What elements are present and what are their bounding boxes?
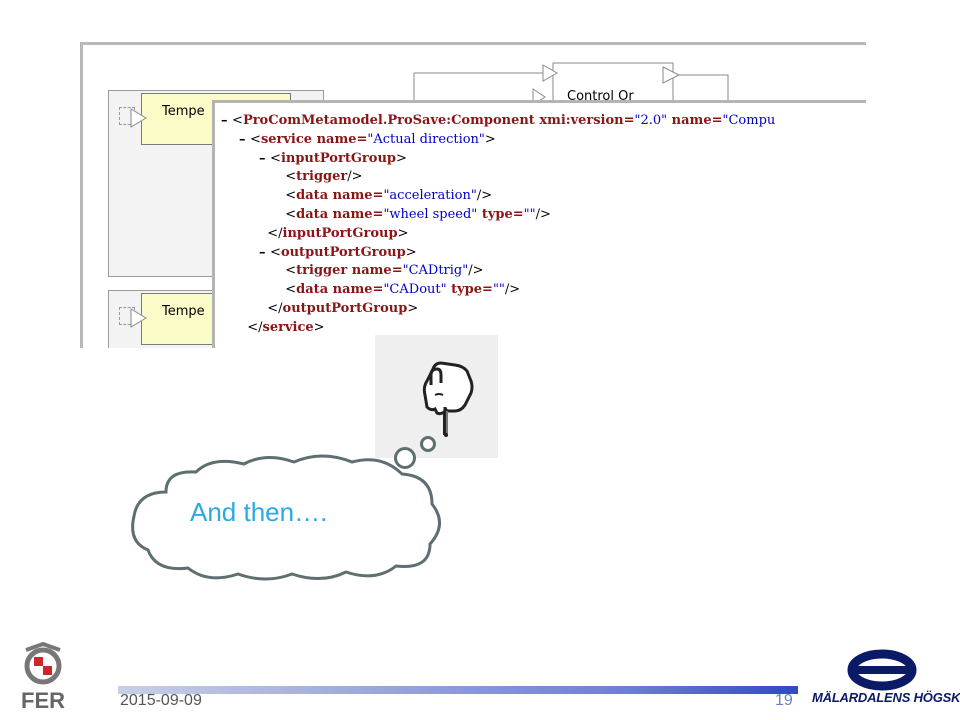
component-label-1: Tempe bbox=[162, 104, 205, 119]
xml-line: </outputPortGroup> bbox=[267, 301, 419, 316]
footer-date: 2015-09-09 bbox=[120, 692, 202, 709]
xml-attr-name: name= bbox=[667, 113, 723, 128]
footer-bar bbox=[118, 686, 798, 694]
xml-attr-name: name= bbox=[347, 263, 403, 279]
collapse-toggle[interactable]: – bbox=[259, 150, 271, 166]
xml-tag-name: data bbox=[296, 207, 329, 222]
xml-attr-name: name= bbox=[328, 207, 384, 222]
fer-logo: FER bbox=[18, 640, 73, 715]
xml-tag-name: data bbox=[296, 188, 329, 204]
xml-attr-name: type= bbox=[446, 282, 493, 298]
collapse-toggle[interactable]: – bbox=[239, 131, 251, 147]
xml-tag-name: outputPortGroup bbox=[282, 301, 408, 316]
pointing-hand-icon bbox=[375, 335, 498, 458]
xml-tag-name: service bbox=[260, 131, 313, 147]
collapse-toggle[interactable]: – bbox=[259, 244, 271, 260]
port-triangle-icon bbox=[130, 308, 147, 328]
xml-tag-name: service bbox=[262, 319, 314, 335]
collapse-toggle[interactable]: – bbox=[221, 113, 233, 128]
xml-line: <data name="wheel speed" type=""/> bbox=[285, 207, 551, 222]
thought-bubble-small bbox=[420, 436, 436, 452]
thought-bubble-medium bbox=[394, 447, 416, 469]
xml-attr-value: "CADtrig" bbox=[402, 263, 469, 279]
xml-attr-value: "Compu bbox=[722, 113, 776, 128]
xml-line: </service> bbox=[247, 319, 325, 335]
xml-tag-name: inputPortGroup bbox=[280, 150, 396, 166]
xml-attr-name: name= bbox=[312, 131, 368, 147]
xml-attr-value: "" bbox=[492, 282, 505, 298]
xml-attr-value: "" bbox=[523, 207, 536, 222]
thought-cloud bbox=[131, 454, 441, 581]
xml-attr-name: type= bbox=[477, 207, 524, 222]
port-triangle-icon bbox=[130, 108, 147, 128]
xml-attr-value: "acceleration" bbox=[383, 188, 477, 204]
xml-attr-value: "wheel speed" bbox=[383, 207, 478, 222]
xml-line: <data name="CADout" type=""/> bbox=[285, 282, 521, 298]
xml-line: – <ProComMetamodel.ProSave:Component xmi… bbox=[221, 113, 776, 128]
xml-window: – <ProComMetamodel.ProSave:Component xmi… bbox=[212, 100, 866, 348]
xml-line: <trigger name="CADtrig"/> bbox=[285, 263, 484, 279]
xml-attr-name: name= bbox=[328, 282, 384, 298]
xml-line: – <service name="Actual direction"> bbox=[239, 131, 496, 147]
xml-attr-value: "Actual direction" bbox=[367, 131, 485, 147]
fer-logo-text: FER bbox=[21, 688, 65, 713]
component-label-2: Tempe bbox=[162, 304, 205, 319]
cloud-text: And then…. bbox=[190, 497, 328, 527]
xml-line: – <inputPortGroup> bbox=[259, 150, 407, 166]
footer-page-number: 19 bbox=[775, 692, 793, 709]
xml-tag-name: ProComMetamodel.ProSave:Component bbox=[242, 113, 535, 128]
mdh-logo bbox=[808, 648, 956, 714]
mdh-logo-text: MÄLARDALENS HÖGSKOLA bbox=[812, 690, 960, 705]
xml-tag-name: data bbox=[296, 282, 329, 298]
xml-tag-name: inputPortGroup bbox=[282, 225, 398, 241]
xml-tag-name: trigger bbox=[296, 263, 348, 279]
xml-attr-value: "CADout" bbox=[383, 282, 447, 298]
xml-line: </inputPortGroup> bbox=[267, 225, 409, 241]
xml-line: – <outputPortGroup> bbox=[259, 244, 417, 260]
xml-line: <trigger/> bbox=[285, 169, 363, 185]
xml-attr-name: name= bbox=[328, 188, 384, 204]
xml-line: <data name="acceleration"/> bbox=[285, 188, 493, 204]
xml-attr-value: "2.0" bbox=[634, 113, 668, 128]
xml-tag-name: trigger bbox=[296, 169, 348, 185]
xml-attr-name: xmi:version= bbox=[534, 113, 635, 128]
xml-tag-name: outputPortGroup bbox=[280, 244, 406, 260]
